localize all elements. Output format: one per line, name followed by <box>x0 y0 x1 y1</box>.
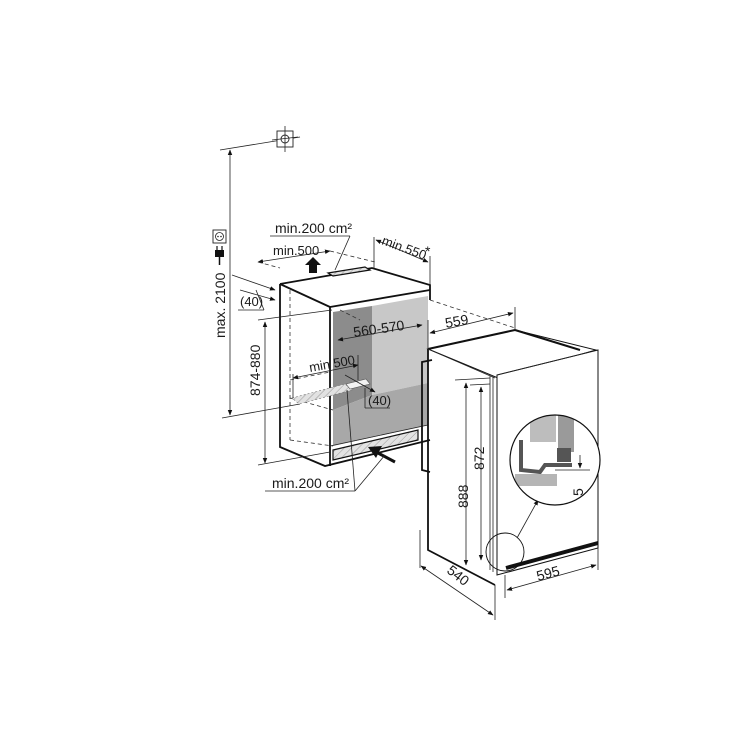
top-vent-width-ext <box>329 250 376 263</box>
niche-depth-label: min.550 <box>380 233 429 263</box>
arrow-diagonal-icon <box>368 446 396 464</box>
appliance-height-body-label: 872 <box>471 446 487 470</box>
plug-icon <box>215 246 224 265</box>
inner-offset-label: (40) <box>368 393 391 408</box>
niche-depth-dimension <box>373 237 431 285</box>
appliance-height-dimensions <box>454 377 491 566</box>
bottom-vent-area-label: min.200 cm² <box>272 475 349 491</box>
detail-source-circle <box>485 532 525 572</box>
top-vent-width-label: min.500 <box>273 243 319 258</box>
appliance-depth-dimension <box>419 530 496 620</box>
max-height-label: max. 2100 <box>212 272 228 338</box>
appliance-depth-top-label: 559 <box>444 311 470 331</box>
niche-width-ext <box>339 309 361 321</box>
crosshair-icon <box>219 126 301 152</box>
socket-icon <box>212 229 227 244</box>
top-vent-area-label: min.200 cm² <box>275 220 352 236</box>
niche-height-dimension <box>257 309 333 466</box>
bottom-vent-leader-3 <box>354 454 386 492</box>
bottom-vent-leader-2 <box>346 389 356 492</box>
inner-offset-dim <box>344 374 376 393</box>
detail-leader <box>516 499 539 539</box>
top-offset-dimension <box>231 274 276 311</box>
appliance-width-dimension <box>504 548 599 598</box>
top-offset-label: (40) <box>240 294 263 309</box>
inner-vent-path <box>291 383 353 405</box>
arrow-up-icon <box>305 257 321 273</box>
niche-cabinet <box>279 267 431 467</box>
inner-vent-width-dim <box>292 363 359 380</box>
niche-height-label: 874-880 <box>247 344 263 396</box>
appliance-height-total-label: 888 <box>455 484 471 508</box>
top-vent-slot <box>326 266 372 277</box>
appliance-depth-top-dimension <box>427 299 516 349</box>
appliance-width-label: 595 <box>535 562 562 584</box>
detail-gap-label: 5 <box>570 488 586 496</box>
niche-width-dim <box>337 323 423 342</box>
niche-depth-asterisk: * <box>425 243 431 259</box>
niche-width-label: 560-570 <box>352 317 405 340</box>
inner-vent-opening <box>345 378 371 390</box>
max-height-dimension <box>221 149 301 419</box>
door-gap-detail <box>509 414 601 506</box>
top-vent-width-ext-2 <box>257 261 281 269</box>
top-vent-width-dim <box>257 249 331 264</box>
top-vent-leader-2 <box>334 235 351 271</box>
